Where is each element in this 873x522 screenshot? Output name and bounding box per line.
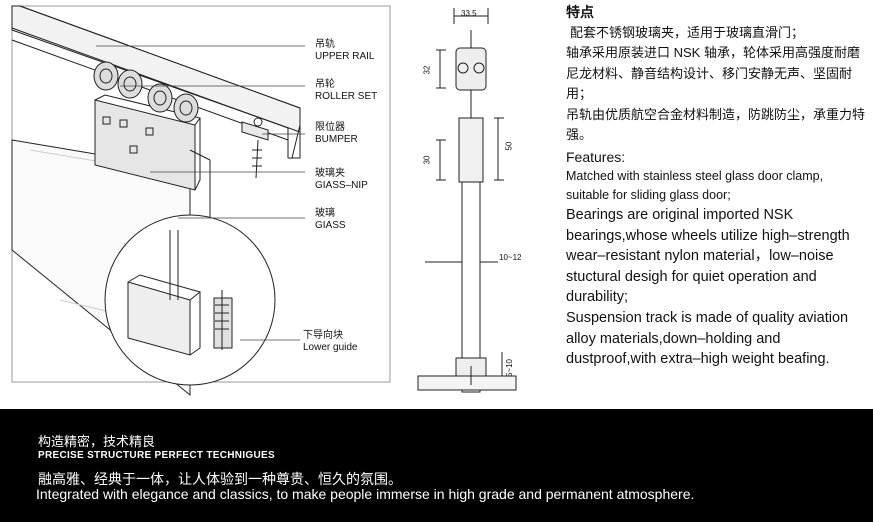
dim-width-top: 33.5: [461, 9, 477, 18]
label-guide-en: Lower guide: [303, 342, 358, 353]
features-en-item-1: Matched with stainless steel glass door …: [566, 169, 824, 202]
label-glass: 玻璃 GIASS: [315, 208, 346, 232]
label-glass-nip: 玻璃夹 GIASS–NIP: [315, 168, 368, 192]
features-en-item-3: Suspension track is made of quality avia…: [566, 309, 849, 368]
features-heading-en: Features:: [566, 148, 626, 165]
features-cn-item-1: 配套不锈钢玻璃夹，适用于玻璃直滑门；: [570, 24, 805, 40]
label-bumper: 限位器 BUMPER: [315, 122, 358, 146]
label-roller-en: ROLLER SET: [315, 91, 378, 102]
banner-line-en: Integrated with elegance and classics, t…: [36, 486, 695, 502]
label-upper-rail-en: UPPER RAIL: [315, 51, 375, 62]
label-roller-cn: 吊轮: [315, 79, 335, 90]
label-bumper-en: BUMPER: [315, 134, 358, 145]
label-bumper-cn: 限位器: [315, 122, 345, 133]
features-cn-item-3: 吊轨由优质航空合金材料制造，防跳防尘，承重力特强。: [566, 106, 866, 143]
label-roller-set: 吊轮 ROLLER SET: [315, 79, 377, 103]
product-perspective-drawing: [11, 5, 517, 397]
label-lower-guide: 下导向块 Lower guide: [303, 330, 357, 354]
banner-title-cn: 构造精密，技术精良: [38, 434, 156, 449]
label-nip-en: GIASS–NIP: [315, 180, 368, 191]
dim-height-32: 32: [422, 65, 432, 75]
dim-gap: 5~10: [505, 358, 515, 378]
features-cn-item-2: 轴承采用原装进口 NSK 轴承，轮体采用高强度耐磨尼龙材料、静音结构设计、移门安…: [566, 45, 860, 101]
label-upper-rail: 吊轨 UPPER RAIL: [315, 39, 374, 63]
dim-height-50: 50: [504, 141, 514, 151]
banner-title-en: PRECISE STRUCTURE PERFECT TECHNIGUES: [38, 450, 275, 461]
label-nip-cn: 玻璃夹: [315, 168, 345, 179]
label-upper-rail-cn: 吊轨: [315, 39, 335, 50]
banner-line-cn: 融高雅、经典于一体，让人体验到一种尊贵、恒久的氛围。: [38, 471, 402, 487]
label-guide-cn: 下导向块: [303, 330, 343, 341]
dim-glass-thickness: 10~12: [499, 253, 522, 262]
label-glass-en: GIASS: [315, 220, 346, 231]
features-en-item-2: Bearings are original imported NSK beari…: [566, 207, 850, 306]
features-heading-cn: 特点: [566, 4, 594, 20]
dim-height-30: 30: [422, 155, 432, 165]
features-panel: 特点 配套不锈钢玻璃夹，适用于玻璃直滑门； 轴承采用原装进口 NSK 轴承，轮体…: [566, 2, 866, 370]
label-glass-cn: 玻璃: [315, 208, 335, 219]
bottom-banner: 构造精密，技术精良 PRECISE STRUCTURE PERFECT TECH…: [0, 409, 873, 522]
